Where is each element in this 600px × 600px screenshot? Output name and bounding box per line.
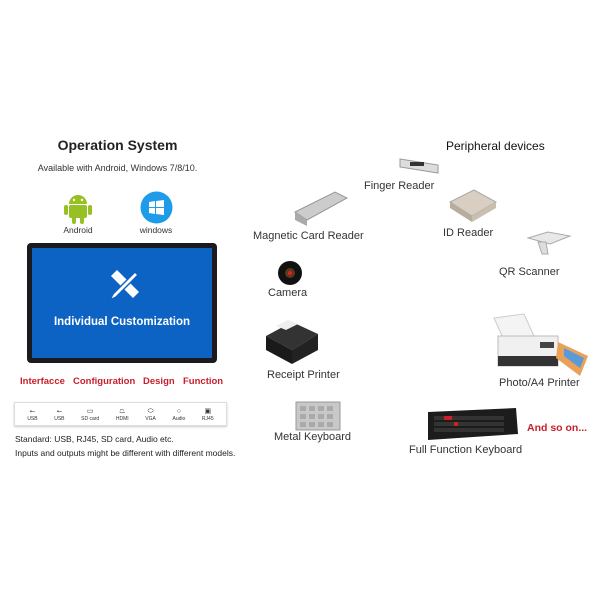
vga-icon: ⬭ xyxy=(147,407,154,415)
magnetic-card-reader-image xyxy=(294,191,349,226)
id-reader-image xyxy=(448,189,498,222)
feature-function: Function xyxy=(183,376,224,387)
usb-icon: ⭠ xyxy=(56,407,63,415)
feature-interface: Interfacce xyxy=(20,376,65,387)
monitor-display: Individual Customization xyxy=(27,243,217,363)
port-hdmi: ⏢HDMI xyxy=(115,407,129,422)
device-label-finger-reader: Finger Reader xyxy=(364,180,435,192)
screen-label: Individual Customization xyxy=(53,316,191,328)
note-models: Inputs and outputs might be different wi… xyxy=(15,448,236,458)
port-usb: ⭠USB xyxy=(54,407,65,422)
port-rj45: ▣RJ45 xyxy=(201,407,214,422)
device-label-receipt-printer: Receipt Printer xyxy=(267,369,340,381)
rj45-icon: ▣ xyxy=(204,407,212,415)
hdmi-icon: ⏢ xyxy=(119,407,126,415)
receipt-printer-image xyxy=(266,320,318,364)
os-subtitle: Available with Android, Windows 7/8/10. xyxy=(37,163,198,173)
ruler-pencil-icon xyxy=(108,270,139,302)
metal-keyboard-image xyxy=(295,401,341,431)
full-keyboard-image xyxy=(428,408,518,440)
windows-icon xyxy=(140,191,173,224)
device-label-qr-scanner: QR Scanner xyxy=(499,266,560,278)
device-label-full-keyboard: Full Function Keyboard xyxy=(409,444,523,456)
and-so-on-label: And so on... xyxy=(527,422,588,434)
audio-icon: ○ xyxy=(176,407,181,415)
port-usb: ⭠USB xyxy=(27,407,38,422)
android-label: Android xyxy=(63,225,93,235)
device-label-magnetic-card-reader: Magnetic Card Reader xyxy=(253,230,364,242)
feature-configuration: Configuration xyxy=(73,376,136,387)
note-standard: Standard: USB, RJ45, SD card, Audio etc. xyxy=(15,434,174,444)
sd-card-icon: ▭ xyxy=(86,407,94,415)
qr-scanner-image xyxy=(526,231,572,255)
os-title: Operation System xyxy=(57,137,178,153)
feature-design: Design xyxy=(143,376,175,387)
windows-label: windows xyxy=(139,225,173,235)
port-vga: ⬭VGA xyxy=(145,407,156,422)
usb-icon: ⭠ xyxy=(29,407,36,415)
port-sd: ▭SD card xyxy=(81,407,100,422)
camera-image xyxy=(278,261,302,285)
device-label-metal-keyboard: Metal Keyboard xyxy=(274,431,352,443)
port-audio: ○Audio xyxy=(172,407,186,422)
device-label-camera: Camera xyxy=(268,287,308,299)
android-icon xyxy=(64,195,92,224)
device-label-photo-printer: Photo/A4 Printer xyxy=(499,377,580,389)
device-label-id-reader: ID Reader xyxy=(443,227,494,239)
ports-panel: ⭠USB ⭠USB ▭SD card ⏢HDMI ⬭VGA ○Audio ▣RJ… xyxy=(14,402,227,426)
peripheral-title: Peripheral devices xyxy=(446,139,545,153)
finger-reader-image xyxy=(399,158,439,174)
photo-a4-printer-image xyxy=(493,313,588,376)
